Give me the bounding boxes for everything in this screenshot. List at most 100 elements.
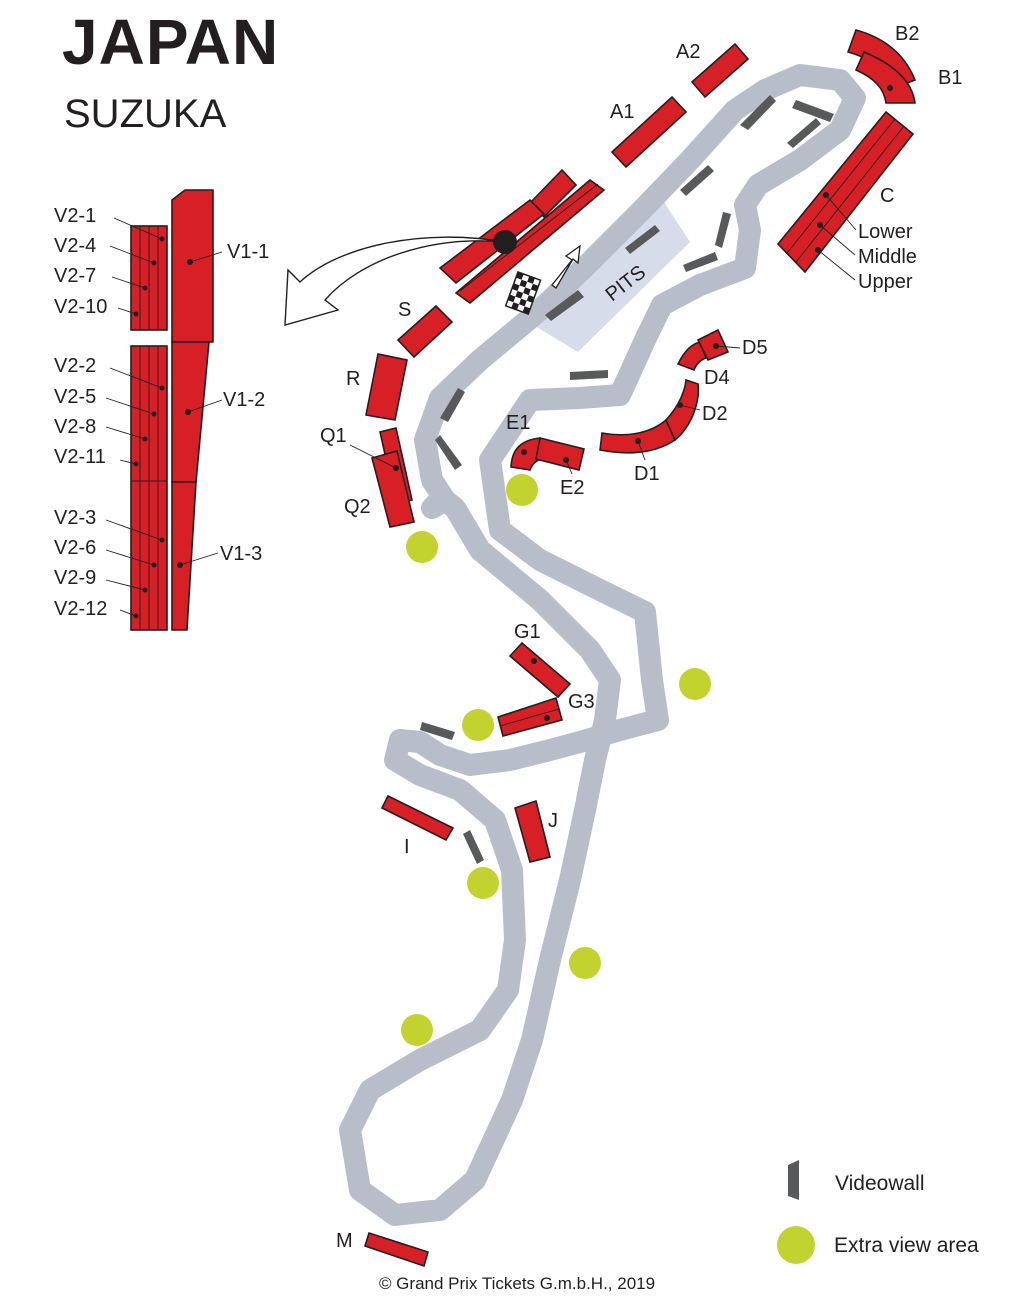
leader-line — [179, 552, 219, 566]
direction-arrow-icon — [551, 244, 581, 289]
grandstand-c-label: C — [880, 185, 894, 207]
grandstand-e1-marker — [521, 449, 527, 455]
grandstand-g3-label: G3 — [568, 691, 595, 713]
grandstand-c[interactable] — [776, 110, 915, 274]
grandstand-v1-label: V1-1 — [227, 241, 269, 263]
grandstand-v1-label: V1-2 — [223, 389, 265, 411]
leader-line — [819, 224, 856, 256]
v-grandstand-detail: V1-1 V1-2 V1-3 — [54, 189, 269, 631]
leader-line — [105, 397, 155, 415]
videowall-icon — [625, 225, 660, 254]
grandstand-b1-marker — [887, 85, 893, 91]
grandstand-m-label: M — [336, 1230, 353, 1252]
leader-line — [105, 519, 163, 541]
grandstand-i-label: I — [404, 836, 410, 858]
grandstand-c-divider — [795, 125, 905, 263]
legend-extra-view-label: Extra view area — [834, 1234, 979, 1257]
leader-line — [679, 404, 701, 411]
grandstand-v2-label: V2-3 — [54, 507, 96, 529]
leader-line — [105, 549, 155, 566]
grandstand-j[interactable] — [514, 799, 551, 863]
grandstand-d2-label: D2 — [702, 403, 728, 425]
grandstand-v1-3[interactable] — [171, 481, 197, 631]
grandstand-g1-marker — [531, 658, 537, 664]
leader-line — [111, 276, 146, 289]
grandstand-a2[interactable] — [690, 42, 750, 99]
grandstand-v1-1[interactable] — [171, 189, 214, 343]
leader-line — [349, 444, 397, 469]
grandstand-c-divider — [786, 118, 896, 254]
extra-view-marker — [777, 1226, 815, 1264]
grandstand-m[interactable] — [364, 1231, 429, 1268]
page-title: JAPAN — [62, 6, 280, 78]
grandstand-g1[interactable] — [508, 641, 572, 699]
grandstand-v2-block-2[interactable] — [130, 345, 168, 631]
leader-line — [109, 367, 163, 389]
grandstand-v2-label: V2-2 — [54, 355, 96, 377]
grandstand-c-level-label: Middle — [858, 246, 917, 268]
grandstand-s-label: S — [398, 299, 411, 321]
extra-view-areas — [401, 474, 815, 1264]
grandstand-v2-label: V2-8 — [54, 416, 96, 438]
v-grandstand-pointer-arrow — [284, 236, 506, 326]
leader-line — [105, 426, 146, 440]
leader-line — [119, 459, 137, 465]
grandstand-c-level-label: Lower — [858, 221, 913, 243]
grandstand-d5[interactable] — [696, 328, 730, 362]
videowall-icon — [545, 290, 584, 321]
videowall-icon — [570, 370, 608, 380]
leader-line — [117, 307, 137, 315]
grandstand-e2-label: E2 — [560, 477, 584, 499]
leader-line — [189, 251, 223, 263]
videowalls — [420, 95, 834, 1200]
grandstand-b2-label: B2 — [895, 23, 919, 45]
grandstand-v2-label: V2-5 — [54, 386, 96, 408]
grandstand-r-label: R — [346, 368, 360, 390]
grandstand-v1-label: V1-3 — [220, 543, 262, 565]
grandstand-d2[interactable] — [665, 378, 700, 442]
grandstand-d4[interactable] — [676, 341, 708, 372]
grandstand-v2-label: V2-12 — [54, 598, 107, 620]
grandstand-s[interactable] — [396, 304, 454, 359]
grandstand-v2-block-1[interactable] — [130, 225, 168, 331]
grandstand-c-body[interactable] — [776, 110, 915, 274]
videowall-icon — [740, 95, 776, 130]
leader-line — [715, 345, 741, 349]
leader-line — [105, 579, 146, 591]
grandstand-c-level-label: Upper — [858, 271, 913, 293]
grandstand-v2-label: V2-9 — [54, 567, 96, 589]
grandstand-a1[interactable] — [610, 95, 688, 169]
grandstand-g1-label: G1 — [514, 621, 541, 643]
grandstand-d1[interactable] — [599, 418, 677, 454]
leader-line — [113, 217, 163, 240]
grandstand-divider — [499, 708, 560, 727]
copyright-footer: © Grand Prix Tickets G.m.b.H., 2019 — [378, 1274, 656, 1293]
grandstand-q1-label: Q1 — [320, 425, 347, 447]
grandstand-q2[interactable] — [371, 450, 415, 528]
leader-line — [825, 194, 857, 231]
grandstand-d4-label: D4 — [704, 367, 730, 389]
grandstand-v2-label: V2-7 — [54, 265, 96, 287]
grandstand-i[interactable] — [380, 794, 455, 842]
videowall-icon — [792, 100, 834, 122]
extra-view-marker — [506, 474, 538, 506]
leader-line — [817, 249, 856, 281]
extra-view-marker — [467, 867, 499, 899]
circuit-name: SUZUKA — [64, 92, 227, 136]
grandstand-g3-marker — [544, 715, 550, 721]
grandstand-main-lower — [454, 178, 606, 305]
grandstand-e1-label: E1 — [506, 412, 530, 434]
grandstand-v2-label: V2-11 — [54, 446, 106, 468]
extra-view-marker — [679, 668, 711, 700]
grandstand-r[interactable] — [365, 353, 408, 421]
grandstand-e2[interactable] — [535, 437, 585, 471]
extra-view-marker — [569, 947, 601, 979]
videowall-icon — [683, 252, 718, 272]
grandstand-v2-label: V2-4 — [54, 235, 96, 257]
extra-view-marker — [406, 531, 438, 563]
grandstand-a2-label: A2 — [676, 41, 700, 63]
videowall-icon — [440, 388, 465, 422]
grandstand-b1[interactable] — [854, 50, 916, 104]
start-finish-flag-icon — [504, 271, 542, 315]
